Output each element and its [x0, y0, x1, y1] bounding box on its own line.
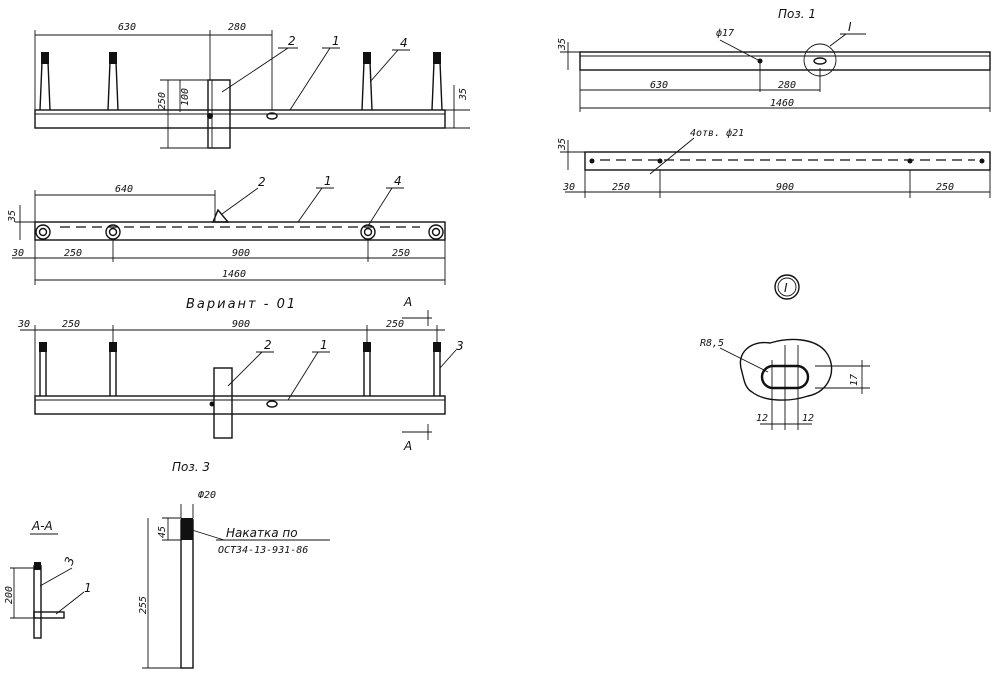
- stud: [361, 52, 373, 111]
- dim-200: 200: [4, 586, 15, 604]
- dim-35-pos1-b: 35: [557, 138, 568, 151]
- section-stud: [33, 565, 42, 639]
- section-aa-title: А-А: [31, 519, 53, 533]
- dim-250: 250: [157, 92, 168, 110]
- front-elevation-view: 630 280 250 100 35 2 1 4: [34, 22, 470, 149]
- pos1-view: Поз. 1 I ф17 35 630 280 1460 4отв. ф21: [557, 7, 991, 198]
- dim-630: 630: [118, 22, 136, 33]
- dim-900-plan: 900: [232, 248, 250, 259]
- dim-250-left-pos1: 250: [612, 182, 630, 193]
- dim-12b: 12: [802, 413, 814, 424]
- hole-label: ф17: [716, 27, 734, 39]
- stud: [39, 342, 47, 396]
- plate-pos2-variant: [213, 367, 233, 439]
- stud: [363, 342, 371, 396]
- dim-280-pos1: 280: [778, 80, 796, 91]
- pos-1-section-label: 1: [84, 581, 92, 595]
- dim-250-left-plan: 250: [64, 248, 82, 259]
- pos3-view: Поз. 3 Ф20 45 255 Накатка по ОСТ34-13-93…: [138, 460, 330, 669]
- variant-bar: [34, 395, 446, 415]
- dim-35: 35: [458, 88, 469, 101]
- plate-pos2-plan: [211, 208, 230, 223]
- pos1-bar-bottom: [584, 151, 991, 171]
- stud: [39, 52, 51, 111]
- pos-2-variant-label: 2: [264, 338, 272, 352]
- nut-icon: [360, 224, 376, 240]
- stud: [433, 342, 441, 396]
- dim-45: 45: [157, 526, 168, 538]
- stud: [109, 342, 117, 396]
- radius-label: R8,5: [700, 338, 724, 349]
- pos3-rod: [180, 519, 194, 669]
- dim-900-pos1: 900: [776, 182, 794, 193]
- dim-255: 255: [138, 596, 149, 614]
- dim-35-pos1: 35: [557, 38, 568, 51]
- variant-title: Вариант - 01: [186, 297, 297, 312]
- pos-1-variant-label: 1: [320, 338, 328, 352]
- plan-view: 640 35 30 250 900 250 1460 2 1 4: [7, 174, 446, 285]
- section-mark-top: А: [403, 295, 412, 309]
- dim-630-pos1: 630: [650, 80, 668, 91]
- dim-900-variant: 900: [232, 319, 250, 330]
- pos-1-plan-label: 1: [324, 174, 332, 188]
- pos-2-label: 2: [288, 34, 296, 48]
- pos1-title: Поз. 1: [778, 7, 816, 21]
- pos-1-label: 1: [332, 34, 340, 48]
- nut-icon: [105, 224, 121, 240]
- dim-640: 640: [115, 184, 133, 195]
- section-bar: [33, 611, 65, 619]
- dim-12a: 12: [756, 413, 768, 424]
- dim-35-plan: 35: [7, 210, 18, 223]
- dim-1460-plan: 1460: [222, 269, 246, 280]
- dim-100: 100: [180, 88, 191, 106]
- dim-250-right-plan: 250: [392, 248, 410, 259]
- section-mark-bottom: А: [403, 439, 412, 453]
- dim-17: 17: [849, 374, 860, 386]
- bar-body: [34, 109, 446, 129]
- holes-label: 4отв. ф21: [690, 127, 744, 139]
- pos3-diameter: Ф20: [198, 490, 216, 501]
- detail-i-view: I 12 12 17 R8,5: [700, 274, 870, 430]
- dim-30-pos1: 30: [562, 182, 575, 193]
- pos3-title: Поз. 3: [172, 460, 210, 474]
- variant-01-view: Вариант - 01 А А 30 250 900 250 2 1: [17, 295, 464, 453]
- dim-250-left-variant: 250: [62, 319, 80, 330]
- nut-icon: [35, 224, 51, 240]
- section-a-a-view: А-А 200 3 1: [4, 519, 92, 639]
- detail-plate-outline: [739, 338, 833, 401]
- pos-2-plan-label: 2: [258, 175, 266, 189]
- dim-30-plan: 30: [11, 248, 24, 259]
- pos-3-variant-label: 3: [456, 339, 464, 353]
- dim-1460-pos1: 1460: [770, 98, 794, 109]
- pos1-bar-top: [579, 51, 991, 71]
- dim-280: 280: [228, 22, 246, 33]
- pos-3-section-label: 3: [62, 555, 78, 567]
- pos3-knurl: [181, 518, 193, 540]
- detail-mark: I: [784, 281, 788, 295]
- pos3-note-line2: ОСТ34-13-931-86: [218, 545, 308, 556]
- detail-mark-circle: [774, 274, 800, 300]
- dim-250-right-variant: 250: [386, 319, 404, 330]
- pos-4-label: 4: [400, 36, 408, 50]
- plan-bar: [34, 221, 446, 241]
- pos3-note-line1: Накатка по: [226, 526, 298, 540]
- stud: [107, 52, 119, 111]
- dim-30-variant: 30: [17, 319, 30, 330]
- dim-250-right-pos1: 250: [936, 182, 954, 193]
- stud: [431, 52, 443, 111]
- pos-4-plan-label: 4: [394, 174, 402, 188]
- nut-icon: [428, 224, 444, 240]
- pos1-callout-label: I: [848, 20, 852, 34]
